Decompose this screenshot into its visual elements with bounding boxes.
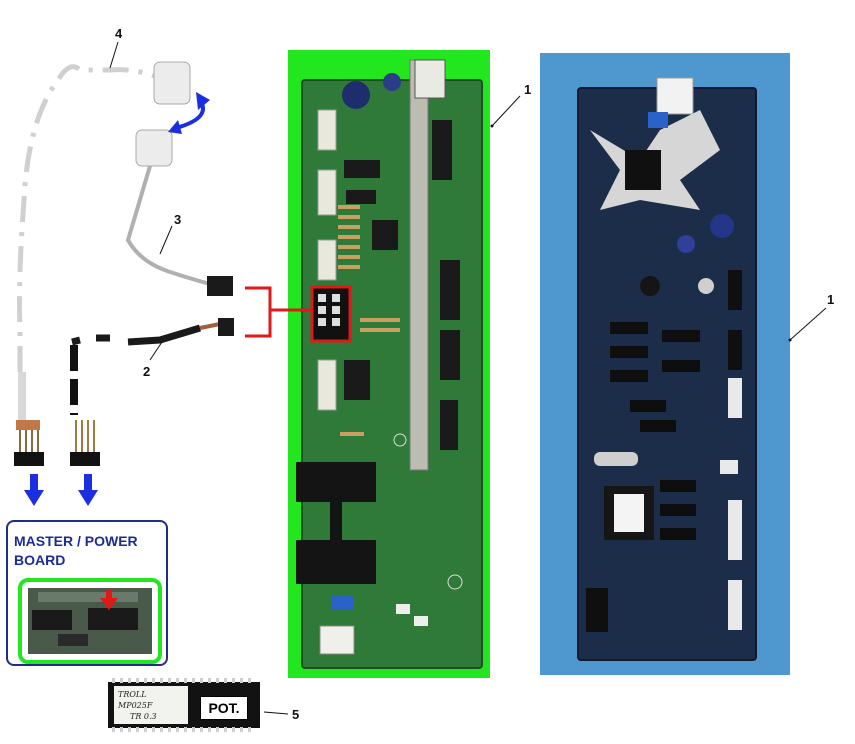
master-board-title: MASTER / POWER BOARD (14, 533, 138, 568)
highlight-connector (310, 285, 352, 343)
leader-4 (109, 41, 119, 69)
cable-2 (70, 318, 234, 466)
callout-5: 5 (292, 707, 300, 722)
chip-part-number: MP025F (118, 701, 153, 710)
right-pcb (577, 77, 757, 661)
leader-2 (149, 341, 163, 361)
arrow-down-icon-2 (78, 474, 98, 506)
leader-1-right (789, 307, 827, 341)
chip-brand: TROLL (118, 690, 147, 699)
leader-1-left (491, 95, 521, 127)
rotate-arrow-icon (168, 92, 210, 134)
leader-3 (159, 225, 173, 255)
chip-revision: TR 0.3 (130, 712, 157, 721)
left-pcb (296, 59, 483, 669)
chip-pot-label: POT. (200, 696, 248, 720)
callout-3: 3 (174, 212, 182, 227)
arrow-down-icon (24, 474, 44, 506)
master-power-board-box: MASTER / POWER BOARD (6, 520, 168, 666)
callout-4: 4 (115, 26, 123, 41)
callout-1-left: 1 (524, 82, 532, 97)
red-arrow-down-icon (100, 590, 118, 610)
cable-4 (14, 61, 233, 466)
master-board-photo (18, 578, 162, 664)
leader-5 (263, 711, 289, 715)
callout-1-right: 1 (827, 292, 835, 307)
callout-2: 2 (143, 364, 151, 379)
red-bracket (245, 286, 312, 338)
